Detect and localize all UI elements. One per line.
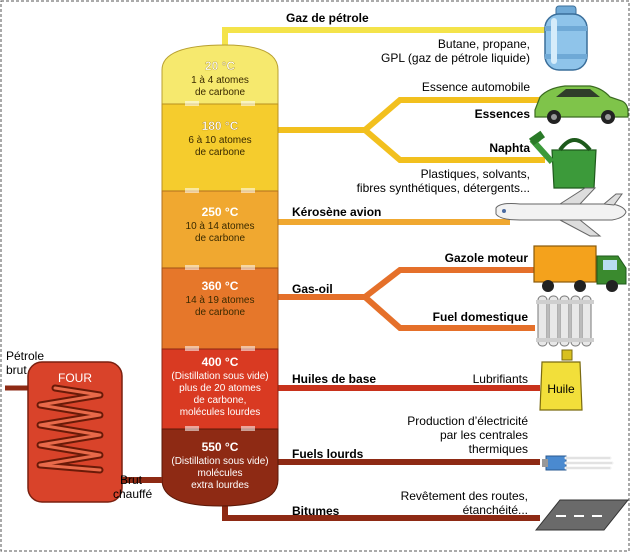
- temp-180: 180 °C: [202, 119, 239, 133]
- lourds-name: Fuels lourds: [292, 447, 364, 461]
- carbon-20-line1: 1 à 4 atomes: [191, 75, 249, 86]
- lourds-desc-line2: par les centrales: [440, 428, 528, 442]
- essences-name: Essences: [475, 107, 531, 121]
- truck-icon: [533, 245, 627, 292]
- furnace-label: FOUR: [58, 371, 92, 385]
- carbon-250-line1: 10 à 14 atomes: [186, 221, 255, 232]
- petrole-brut-line1: Pétrole: [6, 349, 44, 363]
- petrole-brut-line2: brut: [6, 363, 27, 377]
- carbon-550-line1: (Distillation sous vide): [171, 456, 268, 467]
- airplane-icon: [495, 187, 627, 237]
- bitumes-desc-line1: Revêtement des routes,: [401, 489, 528, 503]
- light-bulb-icon: [542, 455, 614, 471]
- gaz-desc-line1: Butane, propane,: [438, 37, 530, 51]
- temp-360: 360 °C: [202, 279, 239, 293]
- gasoil-label: Gas-oil: [292, 282, 333, 296]
- carbon-250-line2: de carbone: [195, 233, 245, 244]
- pipe-gasoil: [275, 267, 535, 331]
- tower-section-400: [161, 348, 279, 430]
- oil-can-label: Huile: [547, 382, 575, 396]
- tower-trays: [185, 101, 255, 431]
- naphta-desc-line2: fibres synthétiques, détergents...: [357, 181, 530, 195]
- gas-bottle-icon: [544, 5, 588, 71]
- tower-section-180: [161, 103, 279, 192]
- radiator-icon: [536, 295, 594, 347]
- carbon-400-line4: molécules lourdes: [180, 407, 261, 418]
- carbon-400-line1: (Distillation sous vide): [171, 371, 268, 382]
- furnace: FOUR: [5, 361, 162, 503]
- bitumes-name: Bitumes: [292, 504, 340, 518]
- gaz-name: Gaz de pétrole: [286, 11, 369, 25]
- carbon-550-line2: molécules: [197, 468, 242, 479]
- carbon-360-line2: de carbone: [195, 307, 245, 318]
- essences-desc: Essence automobile: [422, 80, 530, 94]
- tower-section-20: [161, 44, 279, 105]
- furnace-coil-highlight: [38, 386, 102, 472]
- temp-20: 20 °C: [205, 59, 235, 73]
- watering-can-icon: [528, 130, 597, 189]
- huiles-desc: Lubrifiants: [473, 372, 528, 386]
- huiles-name: Huiles de base: [292, 372, 376, 386]
- gaz-desc-line2: GPL (gaz de pétrole liquide): [381, 51, 530, 65]
- carbon-400-line3: de carbone,: [194, 395, 247, 406]
- oil-can-icon: Huile: [539, 349, 583, 411]
- carbon-400-line2: plus de 20 atomes: [179, 383, 261, 394]
- pipe-essences: [275, 97, 545, 163]
- carbon-20-line2: de carbone: [195, 87, 245, 98]
- carbon-550-line3: extra lourdes: [191, 480, 249, 491]
- carbon-360-line1: 14 à 19 atomes: [186, 295, 255, 306]
- temp-550: 550 °C: [202, 440, 239, 454]
- carbon-180-line1: 6 à 10 atomes: [188, 135, 251, 146]
- gazole-name: Gazole moteur: [445, 251, 529, 265]
- lourds-desc-line1: Production d’électricité: [407, 414, 528, 428]
- tower-section-360: [161, 267, 279, 350]
- brut-chauffe-line2: chauffé: [113, 487, 152, 501]
- temp-250: 250 °C: [202, 205, 239, 219]
- car-icon: [534, 85, 629, 124]
- brut-chauffe-line1: Brut: [120, 473, 143, 487]
- kerosene-name: Kérosène avion: [292, 205, 381, 219]
- tower-section-550: [161, 428, 279, 507]
- tower-section-250: [161, 190, 279, 269]
- fuel-dom-name: Fuel domestique: [433, 310, 529, 324]
- carbon-180-line2: de carbone: [195, 147, 245, 158]
- distillation-tower: 20 °C 1 à 4 atomes de carbone 180 °C 6 à…: [161, 44, 279, 507]
- naphta-desc-line1: Plastiques, solvants,: [421, 167, 530, 181]
- bitumes-desc-line2: étanchéité...: [463, 503, 528, 517]
- road-icon: [534, 499, 630, 531]
- naphta-name: Naphta: [489, 141, 530, 155]
- lourds-desc-line3: thermiques: [469, 442, 528, 456]
- temp-400: 400 °C: [202, 355, 239, 369]
